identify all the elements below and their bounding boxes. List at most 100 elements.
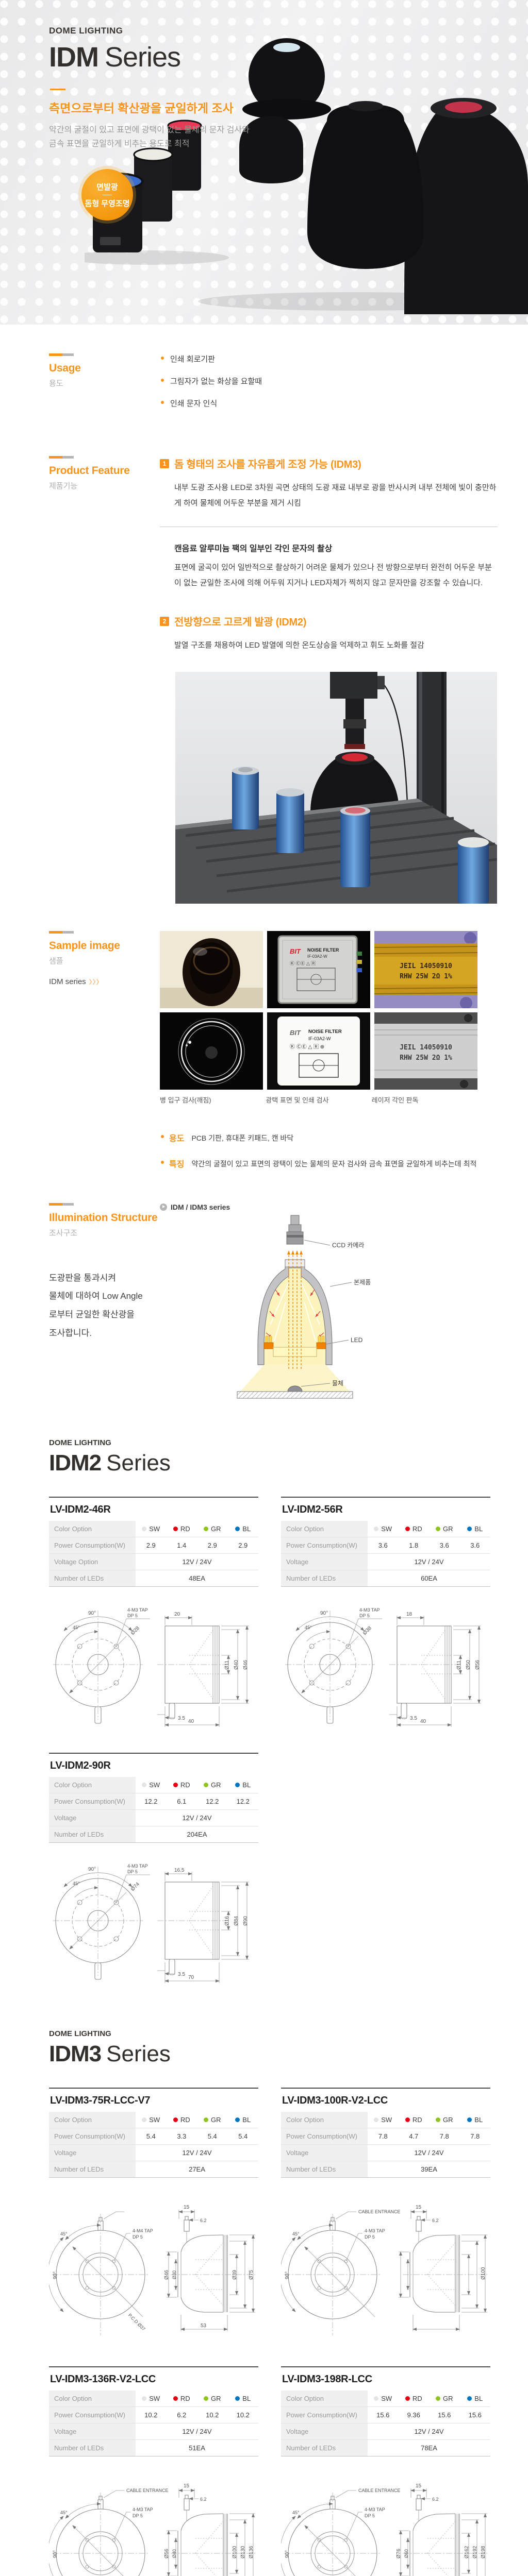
spec-row-label: Number of LEDs bbox=[49, 1826, 136, 1842]
spec-row-label: Power Consumption(W) bbox=[281, 2128, 368, 2144]
color-option: GR bbox=[197, 2112, 228, 2128]
spec-table: Color Option SW RD GR BL Power Consumpti… bbox=[49, 2390, 259, 2456]
label-led: LED bbox=[351, 1336, 363, 1344]
color-dot-sw bbox=[142, 2396, 147, 2401]
spec-row-label: Voltage bbox=[281, 2423, 368, 2439]
color-option: SW bbox=[136, 1521, 167, 1537]
illumination-heading-en: Illumination Structure bbox=[49, 1211, 158, 1224]
usage-section: Usage 용도 인쇄 회로기판 그림자가 없는 화상을 요할때 인쇄 문자 인… bbox=[0, 353, 528, 420]
idm-series-link[interactable]: IDM series〉〉〉 bbox=[49, 977, 103, 986]
dim-label: 70 bbox=[188, 1975, 194, 1980]
bullet-icon bbox=[161, 401, 164, 404]
feature-2-heading: 2 전방향으로 고르게 발광 (IDM2) bbox=[160, 614, 498, 629]
hero-eyebrow: DOME LIGHTING bbox=[49, 26, 123, 36]
spec-row-label: Color Option bbox=[49, 2390, 136, 2406]
dim-label: 4-M3 TAP bbox=[127, 1863, 148, 1869]
sample-captions: 병 입구 검사(깨짐) 광택 표면 및 인쇄 검사 레이저 각인 판독 bbox=[160, 1095, 477, 1105]
dim-label: Ø40 bbox=[234, 1659, 239, 1669]
sample-noise-filter-bw: BIT NOISE FILTER IF-03A2-W Ⓚ ⒸⒺ △ 🅁 ⊕ bbox=[267, 1012, 370, 1090]
accent-rule bbox=[50, 89, 65, 90]
dim-label: DP 5 bbox=[133, 2234, 143, 2240]
color-dot-rd bbox=[173, 2396, 178, 2401]
dim-label: 3.5 bbox=[410, 1716, 417, 1721]
color-dot-sw bbox=[374, 2117, 379, 2122]
color-option: BL bbox=[228, 2391, 259, 2406]
color-option: GR bbox=[429, 1521, 460, 1537]
color-option: GR bbox=[429, 2112, 460, 2128]
dim-label: Ø76 bbox=[396, 2548, 402, 2558]
dim-label: Ø130 bbox=[240, 2546, 246, 2558]
dim-label: CABLE ENTRANCE bbox=[358, 2209, 401, 2214]
spec-table: Color Option SW RD GR BL Power Consumpti… bbox=[49, 1520, 258, 1587]
power-value: 10.2 bbox=[144, 2411, 158, 2419]
filter-model: IF-03A2-W bbox=[307, 954, 327, 959]
usage-heading-ko: 용도 bbox=[49, 379, 63, 388]
resistor-line2: RHW 25W 2Ω 1% bbox=[400, 1054, 452, 1062]
feature-number-badge: 1 bbox=[160, 459, 169, 468]
spec-row-label: Number of LEDs bbox=[49, 2161, 136, 2177]
filter-title: NOISE FILTER bbox=[308, 1029, 342, 1035]
spec-table: Color Option SW RD GR BL Power Consumpti… bbox=[49, 1776, 258, 1843]
power-value: 9.36 bbox=[407, 2411, 420, 2419]
dim-label: Ø38 bbox=[362, 1625, 373, 1636]
power-value: 1.4 bbox=[177, 1541, 187, 1549]
spec-row-label: Voltage bbox=[281, 1553, 368, 1570]
color-dot-rd bbox=[405, 1526, 410, 1531]
spec-row-label: Color Option bbox=[281, 1520, 368, 1537]
dim-label: Ø11 bbox=[456, 1660, 462, 1670]
resistor-line1: JEIL 14050910 bbox=[400, 1044, 452, 1052]
label-product: 본제품 bbox=[354, 1279, 371, 1286]
product-card: LV-IDM3-198R-LCC Color Option SW RD GR B… bbox=[281, 2366, 490, 2576]
leds-value: 51EA bbox=[189, 2444, 205, 2452]
filter-brand: BIT bbox=[290, 947, 301, 955]
spec-row-label: Number of LEDs bbox=[281, 2439, 368, 2456]
page-title-bold: IDM bbox=[49, 42, 99, 73]
leds-value: 60EA bbox=[421, 1574, 437, 1582]
product-card: LV-IDM3-75R-LCC-V7 Color Option SW RD GR… bbox=[49, 2087, 259, 2346]
dim-label: 15 bbox=[416, 2483, 422, 2489]
feature-2-body: 발열 구조를 채용하여 LED 발열에 의한 온도상승을 억제하고 휘도 노화를… bbox=[174, 641, 424, 650]
dim-label: 45° bbox=[292, 2510, 300, 2515]
color-dot-gr bbox=[204, 2396, 208, 2401]
color-dot-bl bbox=[235, 1526, 240, 1531]
dim-label: Ø16 bbox=[224, 1916, 230, 1925]
voltage-value: 12V / 24V bbox=[414, 2427, 444, 2435]
idm3-cards: LV-IDM3-75R-LCC-V7 Color Option SW RD GR… bbox=[49, 2087, 513, 2576]
color-option: RD bbox=[399, 1521, 430, 1537]
feature-1-subbody: 표면에 굴곡이 있어 일반적으로 촬상하기 어려운 물체가 있으나 전 방향으로… bbox=[174, 563, 492, 587]
color-dot-bl bbox=[467, 2117, 472, 2122]
product-feature-section: Product Feature 제품기능 1 돔 형태의 조사를 자유롭게 조정… bbox=[0, 456, 528, 653]
chevrons-icon: 〉〉〉 bbox=[89, 978, 103, 986]
power-value: 12.2 bbox=[206, 1797, 219, 1805]
color-option: RD bbox=[399, 2112, 430, 2128]
power-value: 7.8 bbox=[378, 2132, 388, 2140]
sample-heading-ko: 샘플 bbox=[49, 957, 63, 965]
dim-label: Ø84 bbox=[234, 1916, 239, 1925]
power-value: 4.7 bbox=[409, 2132, 419, 2140]
power-value: 15.6 bbox=[468, 2411, 482, 2419]
dim-label: Ø90 bbox=[243, 1916, 249, 1925]
illumination-section: Illumination Structure 조사구조 도광판을 통과시켜 물체… bbox=[0, 1202, 528, 1402]
feature-1-heading: 1 돔 형태의 조사를 자유롭게 조정 가능 (IDM3) bbox=[160, 456, 498, 471]
dim-label: 45° bbox=[60, 2510, 68, 2515]
usage-note: 용도 PCB 기판, 휴대폰 키패드, 캔 바닥 bbox=[160, 1131, 498, 1144]
power-value: 7.8 bbox=[470, 2132, 480, 2140]
dim-label: DP 5 bbox=[127, 1869, 138, 1874]
dim-label: 45° bbox=[60, 2231, 68, 2236]
color-option: BL bbox=[228, 2112, 259, 2128]
dim-label: Ø28 bbox=[130, 1625, 141, 1636]
dim-label: 20 bbox=[174, 1612, 180, 1617]
dim-label: 6.2 bbox=[200, 2497, 207, 2502]
product-name: LV-IDM3-136R-V2-LCC bbox=[49, 2366, 258, 2391]
surface-emitting-badge: 면발광 돔형 무영조명 bbox=[81, 169, 133, 221]
filter-model: IF-03A2-W bbox=[308, 1036, 331, 1041]
color-dot-bl bbox=[235, 2396, 240, 2401]
color-option: BL bbox=[460, 1521, 491, 1537]
dim-label: 53 bbox=[201, 2323, 207, 2329]
idm2-cards: LV-IDM2-46R Color Option SW RD GR BL Pow… bbox=[49, 1496, 513, 1988]
spec-row-label: Voltage bbox=[49, 1809, 136, 1826]
power-value: 2.9 bbox=[238, 1541, 248, 1549]
filter-brand: BIT bbox=[290, 1029, 301, 1037]
power-value: 12.2 bbox=[236, 1797, 250, 1805]
